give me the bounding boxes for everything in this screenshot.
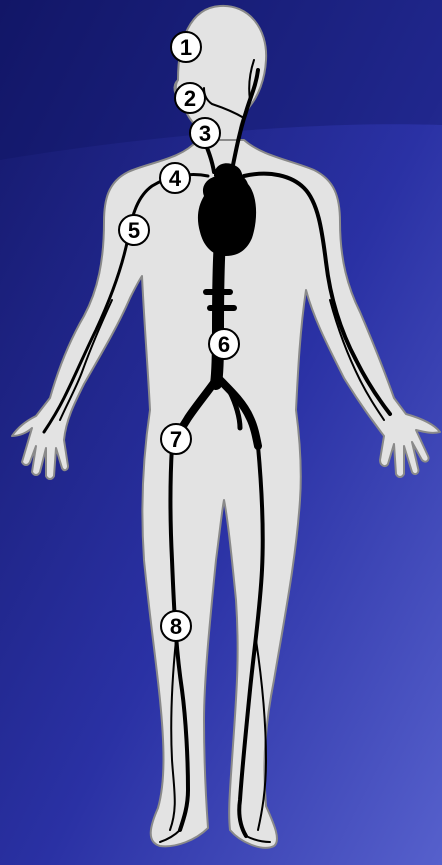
marker-3[interactable]: 3	[190, 118, 220, 148]
marker-5[interactable]: 5	[119, 215, 149, 245]
marker-3-label: 3	[199, 121, 211, 146]
marker-6-label: 6	[218, 332, 230, 357]
heart-shape	[198, 172, 256, 256]
marker-6[interactable]: 6	[209, 329, 239, 359]
marker-8-label: 8	[170, 614, 182, 639]
marker-2[interactable]: 2	[175, 83, 205, 113]
marker-1[interactable]: 1	[171, 32, 201, 62]
marker-7-label: 7	[170, 427, 182, 452]
marker-8[interactable]: 8	[161, 611, 191, 641]
aorta	[216, 240, 220, 384]
marker-4-label: 4	[169, 166, 182, 191]
marker-7[interactable]: 7	[161, 424, 191, 454]
marker-4[interactable]: 4	[160, 163, 190, 193]
marker-1-label: 1	[180, 35, 192, 60]
marker-5-label: 5	[128, 218, 140, 243]
marker-2-label: 2	[184, 86, 196, 111]
